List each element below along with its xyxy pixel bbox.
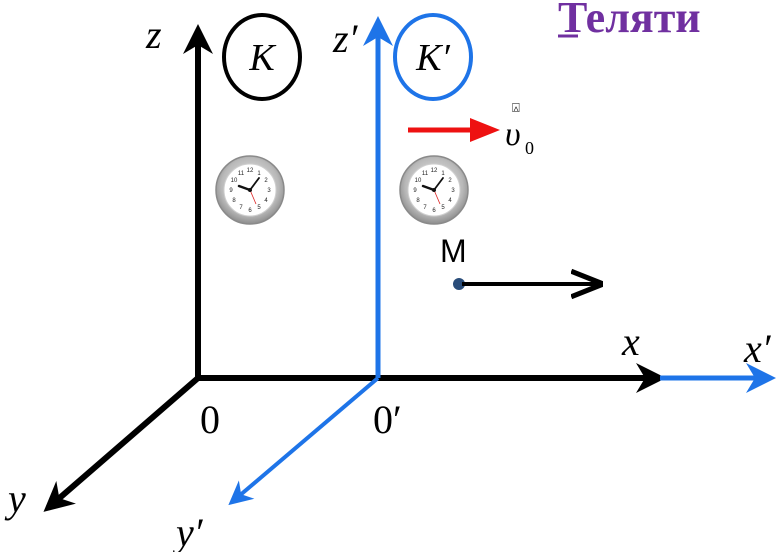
velocity-vector: υ 0 ⍓ bbox=[408, 100, 534, 158]
frame-k-prime: K′ z′ x′ y′ 0′ bbox=[172, 13, 776, 552]
k-y-label: y bbox=[4, 476, 26, 521]
wall-clock-icon bbox=[214, 154, 286, 226]
velocity-subscript: 0 bbox=[525, 138, 534, 158]
k-y-axis bbox=[43, 375, 200, 512]
velocity-symbol: υ bbox=[505, 116, 521, 153]
velocity-vector-mark: ⍓ bbox=[512, 100, 520, 115]
k-prime-x-label: x′ bbox=[743, 326, 772, 371]
frame-k: K z x y 0 bbox=[4, 12, 666, 521]
wall-clock-icon bbox=[398, 154, 470, 226]
k-label-ellipse bbox=[222, 13, 302, 101]
k-label: K bbox=[248, 37, 276, 79]
point-m: M bbox=[440, 233, 600, 290]
k-z-label: z bbox=[145, 12, 162, 57]
point-m-label: M bbox=[440, 233, 467, 269]
k-prime-origin-label: 0′ bbox=[373, 397, 402, 442]
point-m-dot bbox=[453, 278, 465, 290]
k-x-label: x bbox=[621, 319, 640, 364]
k-prime-label: K′ bbox=[415, 37, 450, 79]
k-origin-label: 0 bbox=[200, 397, 220, 442]
k-prime-z-label: z′ bbox=[332, 16, 359, 61]
velocity-arrow-head bbox=[470, 118, 500, 142]
k-prime-label-ellipse bbox=[393, 13, 473, 101]
page-title: Теляти bbox=[558, 0, 701, 42]
k-prime-y-axis bbox=[228, 376, 380, 506]
k-prime-y-label: y′ bbox=[172, 510, 204, 552]
